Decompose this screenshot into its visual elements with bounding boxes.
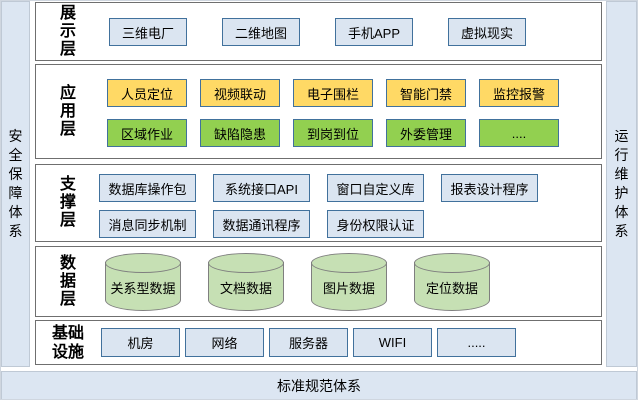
cylinder-relational-data: 关系型数据 (105, 253, 181, 311)
cylinder-image-data: 图片数据 (311, 253, 387, 311)
operation-maintenance-label: 运行维护体系 (614, 128, 629, 239)
cylinder-location-data: 定位数据 (414, 253, 490, 311)
node-network: 网络 (185, 328, 264, 357)
node-outsourcing-mgmt: 外委管理 (386, 119, 466, 147)
cylinder-document-data: 文档数据 (208, 253, 284, 311)
node-report-designer: 报表设计程序 (441, 174, 538, 202)
node-wifi: WIFI (353, 328, 432, 357)
node-area-work: 区域作业 (107, 119, 187, 147)
node-message-sync: 消息同步机制 (99, 210, 196, 238)
operation-maintenance-bar: 运行维护体系 (606, 1, 637, 367)
presentation-layer-title: 展示层 (59, 4, 76, 58)
application-row-2: 区域作业 缺陷隐患 到岗到位 外委管理 .... (107, 119, 559, 147)
node-identity-auth: 身份权限认证 (327, 210, 424, 238)
data-row: 关系型数据 文档数据 图片数据 定位数据 (105, 253, 490, 311)
node-defect-hazard: 缺陷隐患 (200, 119, 280, 147)
standards-label: 标准规范体系 (277, 377, 361, 394)
node-system-api: 系统接口API (213, 174, 310, 202)
application-row-1: 人员定位 视频联动 电子围栏 智能门禁 监控报警 (107, 79, 559, 107)
node-on-duty: 到岗到位 (293, 119, 373, 147)
node-2d-map: 二维地图 (222, 18, 300, 46)
node-app-more: .... (479, 119, 559, 147)
support-layer: 支撑层 数据库操作包 系统接口API 窗口自定义库 报表设计程序 消息同步机制 … (35, 164, 602, 242)
node-personnel-location: 人员定位 (107, 79, 187, 107)
infrastructure-layer-title: 基础设施 (51, 324, 84, 361)
security-assurance-bar: 安全保障体系 (1, 1, 30, 367)
application-layer: 应用层 人员定位 视频联动 电子围栏 智能门禁 监控报警 区域作业 缺陷隐患 到… (35, 64, 602, 159)
node-server-room: 机房 (101, 328, 180, 357)
security-assurance-label: 安全保障体系 (8, 128, 23, 239)
node-3d-plant: 三维电厂 (109, 18, 187, 46)
node-mobile-app: 手机APP (335, 18, 413, 46)
support-row-2: 消息同步机制 数据通讯程序 身份权限认证 (99, 210, 424, 238)
presentation-layer: 展示层 三维电厂 二维地图 手机APP 虚拟现实 (35, 2, 602, 61)
node-video-linkage: 视频联动 (200, 79, 280, 107)
application-layer-title: 应用层 (59, 84, 76, 138)
infrastructure-row: 机房 网络 服务器 WIFI ..... (101, 328, 516, 357)
node-monitoring-alarm: 监控报警 (479, 79, 559, 107)
node-window-custom-lib: 窗口自定义库 (327, 174, 424, 202)
data-layer-title: 数据层 (59, 254, 76, 308)
node-infra-more: ..... (437, 328, 516, 357)
presentation-row: 三维电厂 二维地图 手机APP 虚拟现实 (109, 18, 526, 46)
node-virtual-reality: 虚拟现实 (448, 18, 526, 46)
data-layer: 数据层 关系型数据 文档数据 图片数据 定位数据 (35, 246, 602, 317)
infrastructure-layer: 基础设施 机房 网络 服务器 WIFI ..... (35, 320, 602, 365)
support-row-1: 数据库操作包 系统接口API 窗口自定义库 报表设计程序 (99, 174, 538, 202)
node-db-operation-pkg: 数据库操作包 (99, 174, 196, 202)
node-server: 服务器 (269, 328, 348, 357)
support-layer-title: 支撑层 (59, 176, 76, 229)
node-data-comm: 数据通讯程序 (213, 210, 310, 238)
standards-bar: 标准规范体系 (1, 371, 637, 399)
node-electronic-fence: 电子围栏 (293, 79, 373, 107)
node-smart-access: 智能门禁 (386, 79, 466, 107)
